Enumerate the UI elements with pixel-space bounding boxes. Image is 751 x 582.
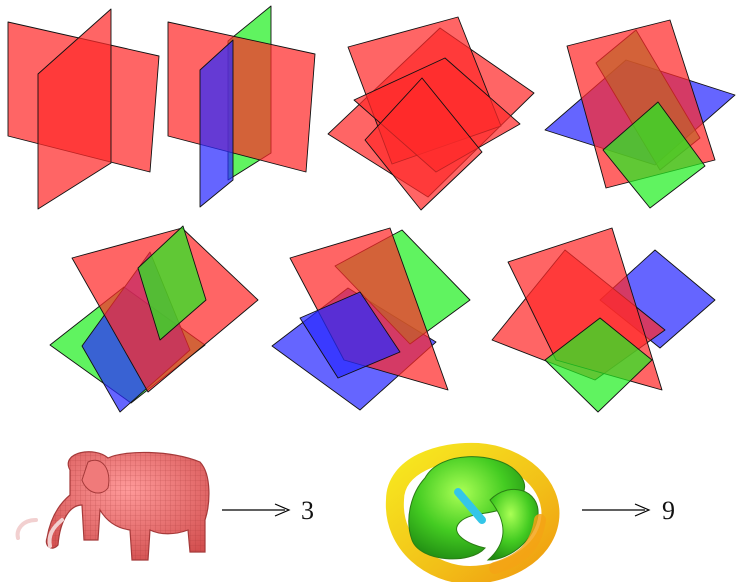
plane-red bbox=[167, 21, 316, 173]
arrangement-panel-5 bbox=[49, 225, 259, 413]
plane-blue bbox=[199, 39, 234, 208]
arrow-2 bbox=[582, 503, 651, 517]
arrangement-panel-2 bbox=[167, 5, 316, 208]
plane-green bbox=[544, 317, 653, 413]
arrangement-panel-4 bbox=[544, 19, 736, 209]
plane-blue bbox=[299, 291, 401, 379]
betti-number-elephant: 3 bbox=[301, 496, 314, 525]
arrangement-panel-1 bbox=[7, 8, 160, 210]
plane-red bbox=[364, 77, 483, 211]
arrow-1 bbox=[222, 503, 291, 517]
elephant-icon bbox=[15, 451, 210, 561]
arrangement-panel-3 bbox=[327, 16, 535, 211]
torus-knot-icon bbox=[385, 442, 560, 582]
betti-number-torus: 9 bbox=[662, 496, 675, 525]
row-1 bbox=[7, 5, 736, 211]
row-3-examples: 3 9 bbox=[15, 442, 675, 582]
plane-green bbox=[602, 101, 706, 209]
arrangement-panel-7 bbox=[491, 227, 716, 413]
plane-green bbox=[137, 225, 207, 341]
row-2 bbox=[49, 225, 716, 413]
plane-red bbox=[37, 8, 112, 210]
arrangement-panel-6 bbox=[271, 227, 471, 411]
